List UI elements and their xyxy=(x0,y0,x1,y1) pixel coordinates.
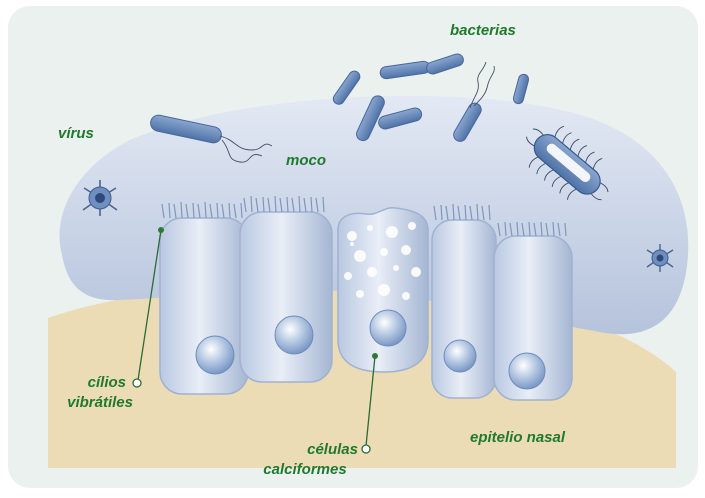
leader-ring xyxy=(362,445,370,453)
leader-dot xyxy=(372,353,378,359)
label-cilios-line2: vibrátiles xyxy=(40,393,133,412)
nucleus xyxy=(196,336,234,374)
label-virus: vírus xyxy=(58,124,94,143)
nucleus xyxy=(275,316,313,354)
label-celulas-line2: calciformes xyxy=(250,460,360,479)
label-bacterias: bacterias xyxy=(450,21,516,40)
label-moco: moco xyxy=(286,151,326,170)
nucleus xyxy=(444,340,476,372)
label-epitelio-nasal: epitelio nasal xyxy=(470,428,565,447)
nucleus xyxy=(370,310,406,346)
label-celulas-line1: células xyxy=(270,440,358,459)
leader-ring xyxy=(133,379,141,387)
label-cilios-line1: cílios xyxy=(40,373,126,392)
leader-dot xyxy=(158,227,164,233)
nucleus xyxy=(509,353,545,389)
cell-2 xyxy=(240,212,332,382)
